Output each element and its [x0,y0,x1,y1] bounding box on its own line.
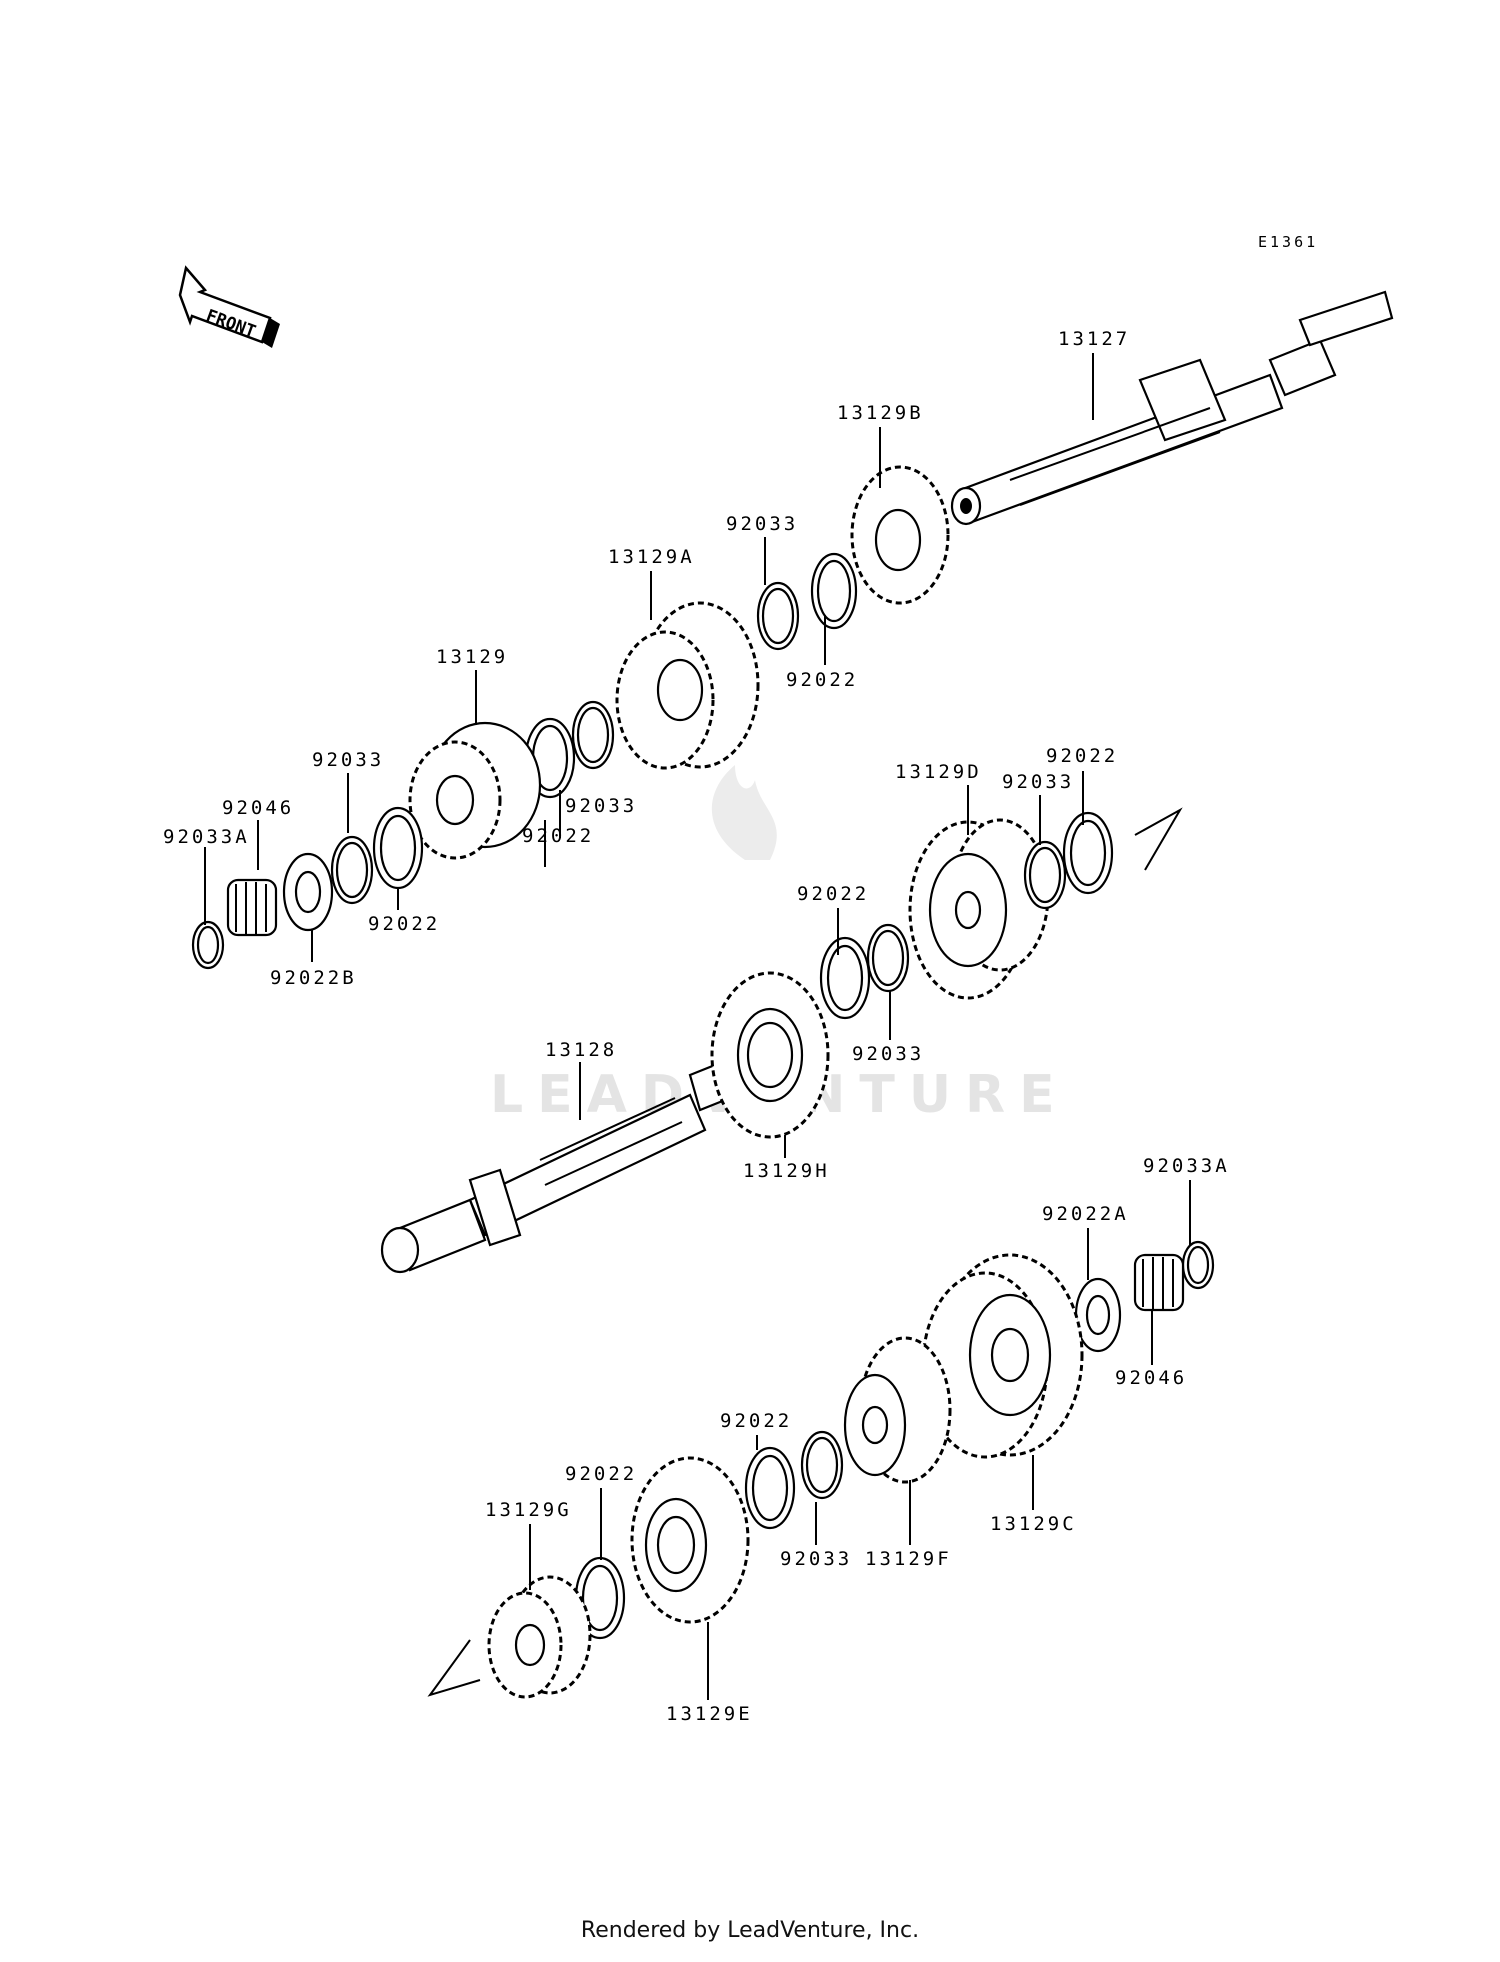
clip-92033-b [571,700,615,770]
shaft-13128 [380,1063,727,1274]
clip-92033-f [800,1430,844,1500]
label-13129D[interactable]: 13129D [895,761,982,783]
gear-13129F [843,1336,952,1484]
gear-13129C [921,1253,1084,1459]
continuation-mark-bottom [427,1639,481,1697]
clip-92033-a [756,581,800,651]
label-92022A[interactable]: 92022A [1042,1203,1129,1225]
leader-lines [204,353,1191,1700]
label-13129E[interactable]: 13129E [666,1703,753,1725]
label-13127[interactable]: 13127 [1058,328,1130,350]
label-92033A[interactable]: 92033A [1143,1155,1230,1177]
diagram-code: E1361 [1258,233,1318,251]
label-92033[interactable]: 92033 [312,749,384,771]
ring-92022-a [810,552,858,630]
gear-13129H [710,971,830,1139]
part-labels: 13127 13129B 92033 13129A 92022 13129 92… [163,328,1230,1725]
continuation-mark-top [1134,807,1183,871]
label-92033A[interactable]: 92033A [163,826,250,848]
bearing-92046-b [1133,1253,1185,1312]
clip-92033-d [866,923,910,993]
ring-92022-c [372,806,424,890]
label-13128[interactable]: 13128 [545,1039,617,1061]
label-92046[interactable]: 92046 [222,797,294,819]
label-92022B[interactable]: 92022B [270,967,357,989]
washer-92022A [1074,1277,1122,1353]
clip-92033-c [330,835,374,905]
gear-13129B [850,465,950,605]
clip-92033A-a [191,920,225,970]
label-92033[interactable]: 92033 [780,1548,852,1570]
label-92033[interactable]: 92033 [726,513,798,535]
gear-13129G [487,1575,592,1699]
label-13129A[interactable]: 13129A [608,546,695,568]
label-92033[interactable]: 92033 [852,1043,924,1065]
label-13129F[interactable]: 13129F [865,1548,952,1570]
clip-92033-e [1023,840,1067,910]
ring-92022-d [819,936,871,1020]
label-92022[interactable]: 92022 [786,669,858,691]
label-92033[interactable]: 92033 [565,795,637,817]
gear-13129D [908,818,1050,1000]
shaft-13127 [950,290,1394,526]
label-92022[interactable]: 92022 [1046,745,1118,767]
gear-13129A [615,601,760,770]
label-13129H[interactable]: 13129H [743,1160,830,1182]
label-92022[interactable]: 92022 [368,913,440,935]
label-92022[interactable]: 92022 [522,825,594,847]
label-92033[interactable]: 92033 [1002,771,1074,793]
gear-13129 [408,721,542,860]
footer-credit: Rendered by LeadVenture, Inc. [580,1918,920,1943]
label-13129B[interactable]: 13129B [837,402,924,424]
ring-92022-e [1062,811,1114,895]
front-arrow-icon: FRONT [178,265,280,348]
washer-92022B [282,852,334,932]
gear-13129E [630,1456,750,1624]
label-13129G[interactable]: 13129G [485,1499,572,1521]
ring-92022-f [744,1446,796,1530]
label-92022[interactable]: 92022 [797,883,869,905]
label-13129[interactable]: 13129 [436,646,508,668]
label-92022[interactable]: 92022 [720,1410,792,1432]
label-92046[interactable]: 92046 [1115,1367,1187,1389]
clip-92033A-b [1181,1240,1215,1290]
label-13129C[interactable]: 13129C [990,1513,1077,1535]
label-92022[interactable]: 92022 [565,1463,637,1485]
bearing-92046-a [226,878,278,937]
